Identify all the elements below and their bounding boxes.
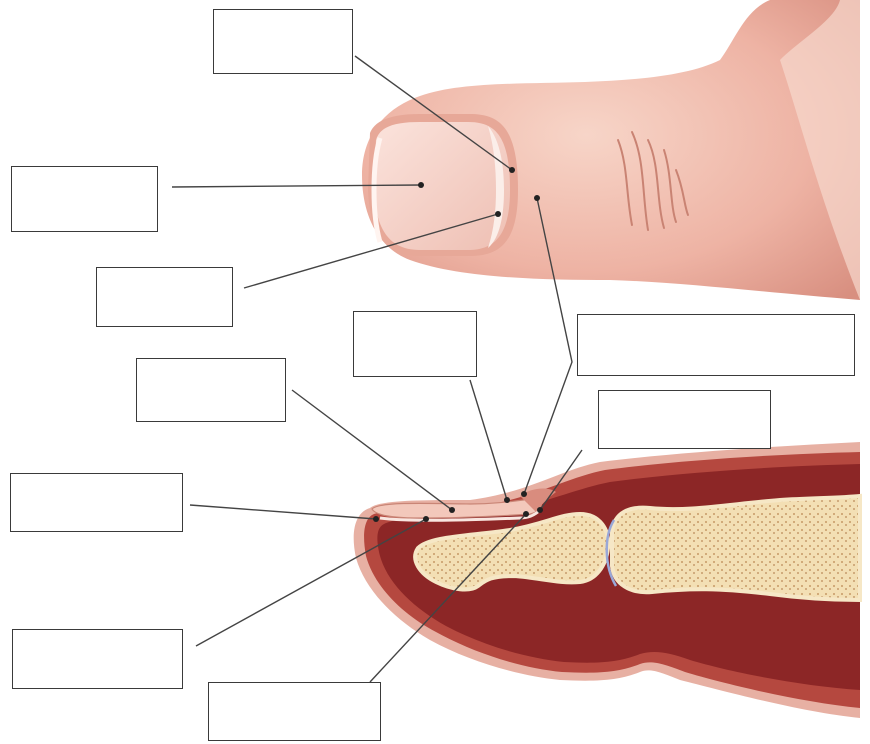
label-box-4[interactable] [353, 311, 477, 377]
label-box-9[interactable] [12, 629, 183, 689]
label-box-6[interactable] [136, 358, 286, 422]
leader-line-8 [190, 505, 376, 519]
leader-dot-7 [449, 507, 455, 513]
thumb-external-view [362, 0, 860, 300]
leader-dot-5 [504, 497, 510, 503]
label-box-5[interactable] [577, 314, 855, 376]
leader-dot-3 [495, 211, 501, 217]
leader-dot-11 [523, 511, 529, 517]
label-box-10[interactable] [208, 682, 381, 741]
middle-phalanx [612, 496, 860, 600]
label-box-1[interactable] [213, 9, 353, 74]
leader-dot-1 [509, 167, 515, 173]
label-box-8[interactable] [10, 473, 183, 532]
leader-dot-4 [534, 195, 540, 201]
label-box-7[interactable] [598, 390, 771, 449]
leader-dot-2 [418, 182, 424, 188]
finger-cross-section [354, 442, 860, 718]
leader-dot-8 [537, 507, 543, 513]
label-box-3[interactable] [96, 267, 233, 327]
leader-line-4 [470, 380, 507, 500]
leader-dot-10 [423, 516, 429, 522]
label-box-2[interactable] [11, 166, 158, 232]
leader-dot-9 [373, 516, 379, 522]
leader-line-6 [292, 390, 452, 510]
leader-dot-6 [521, 491, 527, 497]
